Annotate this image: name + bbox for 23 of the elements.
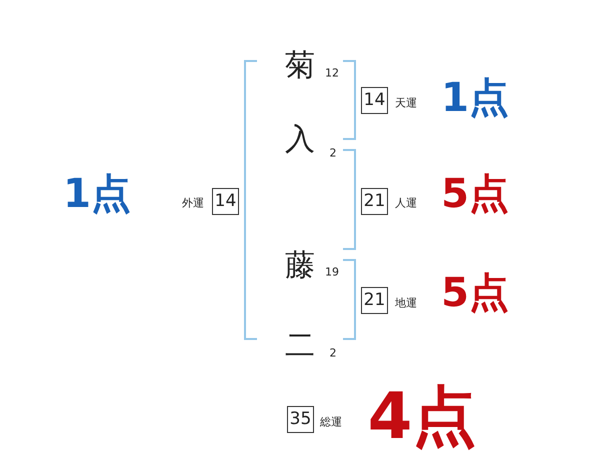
- fortune-label: 総運: [320, 416, 342, 428]
- stroke-count: 12: [325, 68, 339, 78]
- fortune-number-box: 35: [287, 406, 314, 433]
- fortune-score: 1点: [63, 174, 131, 214]
- stroke-count: 2: [330, 348, 336, 358]
- fortune-number-box: 21: [361, 188, 388, 215]
- fortune-score: 5点: [441, 273, 509, 313]
- fortune-score: 4点: [368, 385, 476, 449]
- fortune-label: 天運: [395, 98, 417, 108]
- fortune-number-box: 14: [361, 87, 388, 114]
- stroke-count: 19: [325, 266, 339, 278]
- name-character: 入: [285, 125, 315, 155]
- name-character: 二: [285, 331, 315, 361]
- fortune-number-box: 21: [361, 287, 388, 314]
- fortune-score: 5点: [441, 174, 509, 214]
- fortune-number-box: 14: [212, 188, 239, 215]
- name-character: 菊: [285, 51, 315, 81]
- fortune-label: 人運: [395, 198, 417, 208]
- fortune-label: 地運: [395, 298, 417, 308]
- stroke-count: 2: [330, 148, 336, 158]
- name-character: 藤: [285, 251, 315, 281]
- fortune-label: 外運: [182, 198, 204, 208]
- fortune-score: 1点: [441, 78, 509, 118]
